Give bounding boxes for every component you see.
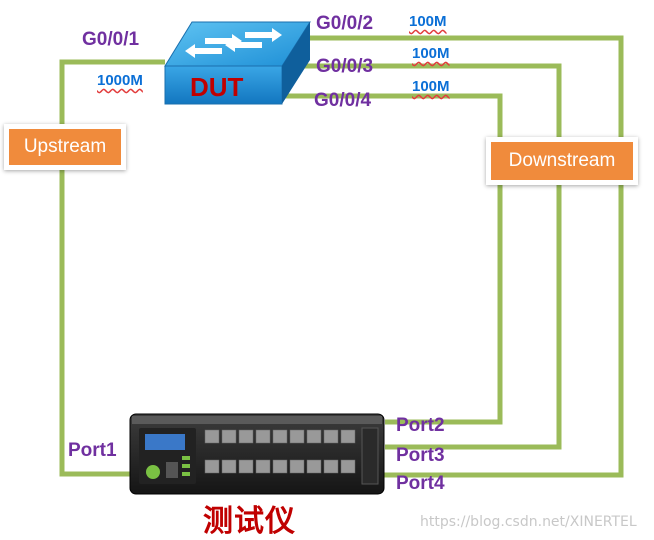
tester-title: 测试仪 (203, 504, 296, 539)
port-label-g0-0-3: G0/0/3 (316, 56, 374, 77)
tester-device-icon (129, 413, 385, 495)
downstream-label: Downstream (491, 142, 633, 180)
port-label-port4: Port4 (396, 473, 445, 494)
speed-label-uplink: 1000M (97, 72, 143, 89)
switch-icon (164, 21, 311, 105)
upstream-box: Upstream (4, 124, 126, 170)
speed-label-downlink-2: 100M (409, 13, 447, 30)
cable-downlink-2 (305, 35, 624, 478)
port-label-port2: Port2 (396, 415, 445, 436)
cable-downlink-3 (294, 63, 562, 450)
port-label-g0-0-1: G0/0/1 (82, 29, 140, 50)
upstream-label: Upstream (9, 129, 121, 165)
dut-label: DUT (190, 72, 244, 102)
speed-label-downlink-3: 100M (412, 45, 450, 62)
port-label-g0-0-4: G0/0/4 (314, 90, 372, 111)
port-label-g0-0-2: G0/0/2 (316, 13, 374, 34)
speed-label-downlink-4: 100M (412, 78, 450, 95)
cable-downlink-4 (282, 93, 503, 425)
downstream-box: Downstream (486, 137, 638, 185)
cable-group (59, 35, 624, 478)
port-label-port1: Port1 (68, 440, 117, 461)
watermark-text: https://blog.csdn.net/XINERTEL (420, 514, 637, 530)
port-label-port3: Port3 (396, 445, 445, 466)
cable-uplink (59, 59, 165, 477)
